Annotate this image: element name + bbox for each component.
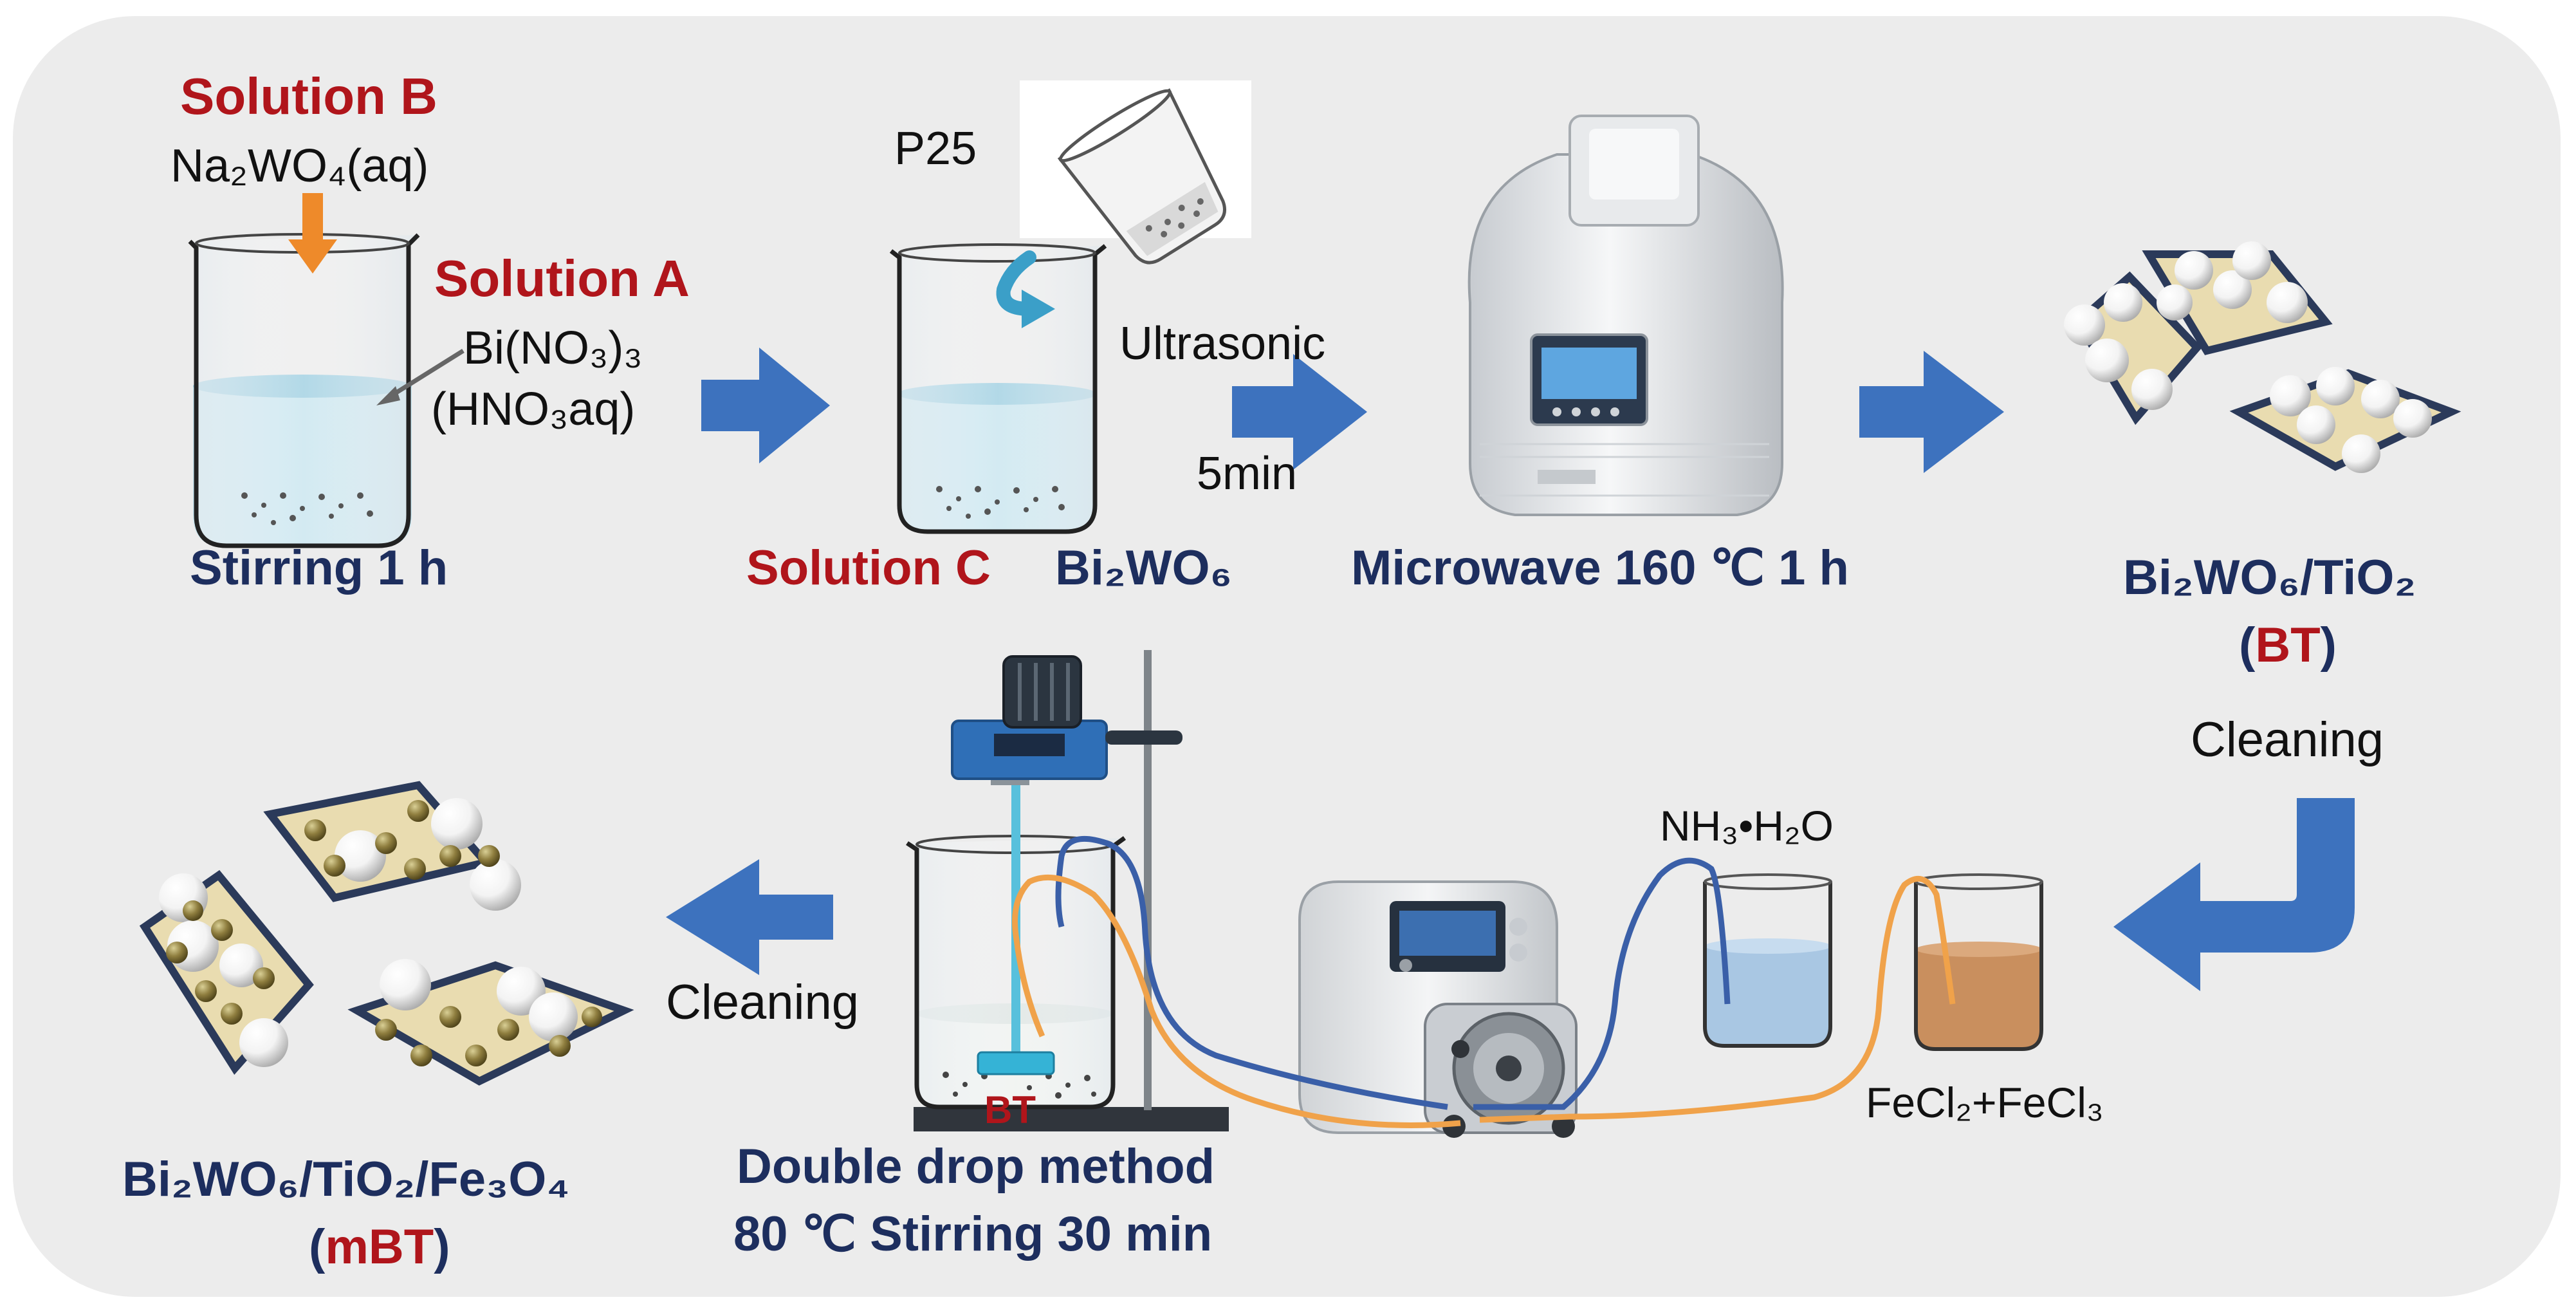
solution-b-add-arrow <box>288 193 337 274</box>
bt-formula-label: Bi₂WO₆/TiO₂ <box>2123 550 2416 605</box>
microwave-reactor-icon <box>1467 115 1784 516</box>
solution-a-label: Solution A <box>434 250 690 307</box>
fecl-label: FeCl₂+FeCl₃ <box>1866 1079 2104 1126</box>
nh3h2o-label: NH₃•H₂O <box>1660 802 1834 850</box>
blue-tube-nh3 <box>1473 857 1731 1110</box>
microwave-label: Microwave 160 ℃ 1 h <box>1351 541 1849 595</box>
na2wo4-label: Na₂WO₄(aq) <box>170 140 429 192</box>
process-arrow-1 <box>701 348 830 463</box>
bent-arrow <box>2113 798 2355 991</box>
beaker-icon <box>188 233 420 548</box>
mbt-abbr: mBT <box>325 1220 434 1274</box>
stirring-30-label: 80 ℃ Stirring 30 min <box>733 1207 1213 1261</box>
background-panel <box>13 16 2561 1297</box>
process-arrow-3 <box>1859 351 2004 473</box>
process-arrow-left <box>666 859 833 975</box>
mbt-abbr-label: (mBT) <box>309 1220 450 1274</box>
orange-tube-beaker <box>1012 874 1461 1128</box>
peristaltic-pump-icon <box>1298 880 1578 1138</box>
solution-b-label: Solution B <box>180 68 437 125</box>
bt-in-beaker-label: BT <box>984 1088 1036 1131</box>
double-drop-label: Double drop method <box>737 1139 1215 1194</box>
beaker-icon <box>1703 873 1832 1048</box>
five-min-label: 5min <box>1197 448 1298 499</box>
stirring-1h-label: Stirring 1 h <box>190 541 448 595</box>
hno3-label: (HNO₃aq) <box>431 384 636 435</box>
pouring-beaker-icon <box>1020 80 1251 265</box>
process-arrow-2 <box>1232 354 1367 470</box>
blue-tube-beaker <box>1055 835 1448 1110</box>
pour-arrow <box>996 250 1036 316</box>
bt-abbr: BT <box>2255 618 2321 673</box>
composite-particles-icon <box>139 781 634 1086</box>
bt-abbr-label: (BT) <box>2239 618 2337 673</box>
ultrasonic-label: Ultrasonic <box>1119 318 1326 369</box>
orange-tube-fecl <box>1479 876 1956 1123</box>
solution-c-label: Solution C <box>746 541 991 595</box>
bino3-label: Bi(NO₃)₃ <box>463 322 643 374</box>
p25-label: P25 <box>894 123 977 174</box>
cleaning-left-label: Cleaning <box>666 975 859 1030</box>
composite-particles-icon <box>2064 241 2461 473</box>
bi2wo6-label: Bi₂WO₆ <box>1055 541 1233 595</box>
beaker-icon <box>889 243 1107 534</box>
pointer-line <box>376 349 465 405</box>
mbt-formula-label: Bi₂WO₆/TiO₂/Fe₃O₄ <box>122 1152 570 1207</box>
pour-arrow-head <box>1022 290 1055 328</box>
cleaning-right-label: Cleaning <box>2191 712 2384 767</box>
